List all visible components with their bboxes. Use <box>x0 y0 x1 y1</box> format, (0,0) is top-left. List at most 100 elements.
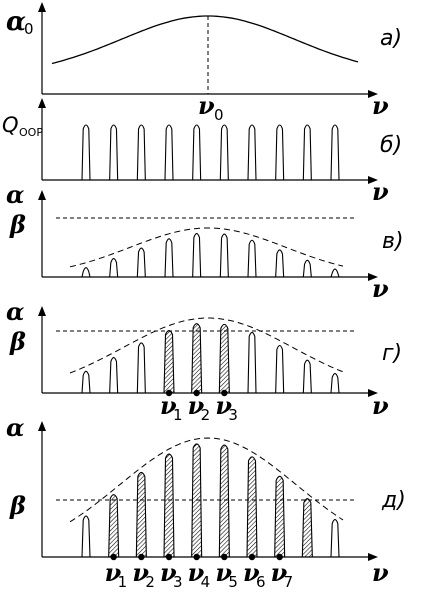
lasing-mode-peak <box>108 494 120 558</box>
lasing-mode-peak <box>191 443 203 558</box>
panel-a-y-sub: 0 <box>24 20 34 38</box>
panel-b-peaks <box>81 124 340 181</box>
panel-a-label: а) <box>380 26 402 51</box>
panel-a-gain-curve <box>51 15 359 65</box>
mode-dot <box>221 553 228 561</box>
lasing-mode-peak <box>246 456 258 558</box>
mode-label-sub: 5 <box>228 573 238 591</box>
mode-label-sub: 6 <box>256 573 266 591</box>
mode-peak <box>192 124 202 181</box>
panel-a-x-symbol: ν <box>372 91 389 120</box>
mode-label-sub: 2 <box>145 573 155 591</box>
mode-peak <box>247 239 257 278</box>
lasing-mode-peak <box>163 453 175 558</box>
mode-peak <box>81 124 91 181</box>
mode-dot <box>138 553 145 561</box>
panel-e-peaks <box>81 443 340 558</box>
mode-peak <box>136 124 146 181</box>
lasing-mode-peak <box>218 323 230 394</box>
panel-c-peaks <box>81 232 340 278</box>
panel-c-y-arrow <box>38 190 46 200</box>
mode-peak <box>164 238 174 278</box>
mode-dot <box>165 553 173 561</box>
mode-peak <box>247 124 257 181</box>
panel-e-gain-envelope <box>69 437 344 523</box>
lasing-mode-peak <box>163 329 175 394</box>
mode-dot <box>193 389 200 397</box>
mode-peak <box>136 342 146 394</box>
panel-e-label: д) <box>381 488 406 513</box>
mode-label-symbol: ν <box>132 558 149 587</box>
mode-label-sub: 3 <box>173 573 183 591</box>
mode-peak <box>109 124 119 181</box>
panel-c-x-arrow <box>368 273 378 281</box>
mode-peak <box>275 344 285 394</box>
panel-c-x-symbol: ν <box>372 274 389 303</box>
mode-peak <box>192 232 202 278</box>
panel-e-y-arrow <box>38 421 46 431</box>
panel-d-peaks <box>81 323 340 394</box>
mode-label-symbol: ν <box>188 558 205 587</box>
mode-dot <box>193 553 200 561</box>
mode-dot <box>221 389 228 397</box>
panel-c: α β в) ν <box>6 180 404 303</box>
mode-peak <box>136 247 146 278</box>
mode-label-sub: 1 <box>118 573 128 591</box>
lasing-mode-peak <box>274 475 286 558</box>
panel-a-x-arrow <box>368 90 378 98</box>
panel-a: α 0 а) ν ν 0 <box>6 2 402 124</box>
lasing-mode-peak <box>191 323 203 394</box>
panel-b: Q OOP б) ν <box>2 98 402 206</box>
mode-label-sub: 1 <box>173 406 183 424</box>
lasing-mode-peak <box>135 471 147 558</box>
mode-label-symbol: ν <box>105 558 122 587</box>
mode-peak <box>275 249 285 278</box>
panel-a-center-sub: 0 <box>214 106 224 124</box>
mode-peak <box>302 259 312 278</box>
panel-a-center-symbol: ν <box>198 91 215 120</box>
panel-d-x-arrow <box>368 389 378 397</box>
mode-peak <box>81 267 91 278</box>
panel-d-beta: β <box>9 327 26 356</box>
mode-peak <box>81 370 91 394</box>
panel-e-x-symbol: ν <box>372 558 389 587</box>
mode-peak <box>302 124 312 181</box>
mode-dot <box>110 553 117 561</box>
mode-label-symbol: ν <box>243 558 260 587</box>
panel-d-label: г) <box>382 341 402 366</box>
panel-a-y-arrow <box>38 2 46 12</box>
mode-peak <box>109 357 119 394</box>
mode-label-symbol: ν <box>215 391 232 420</box>
mode-peak <box>330 268 340 278</box>
panel-d-x-symbol: ν <box>372 391 389 420</box>
mode-peak <box>109 257 119 278</box>
panel-d-gain-envelope <box>69 317 344 374</box>
panel-b-y-sub: OOP <box>19 126 43 139</box>
panel-e-alpha: α <box>6 413 24 442</box>
panel-c-alpha: α <box>6 180 24 209</box>
mode-label-symbol: ν <box>215 558 232 587</box>
mode-dot <box>165 389 173 397</box>
lasing-mode-peak <box>301 498 313 558</box>
mode-label-symbol: ν <box>188 391 205 420</box>
mode-peak <box>164 124 174 181</box>
mode-label-symbol: ν <box>271 558 288 587</box>
panel-e-x-arrow <box>368 553 378 561</box>
mode-label-sub: 3 <box>228 406 238 424</box>
panel-b-y-symbol: Q <box>2 113 19 137</box>
panel-c-gain-envelope <box>69 227 344 268</box>
panel-b-y-arrow <box>38 98 46 108</box>
panel-b-x-arrow <box>368 176 378 184</box>
mode-peak <box>330 519 340 558</box>
panel-b-label: б) <box>380 133 402 158</box>
mode-dot <box>276 553 283 561</box>
panel-a-y-symbol: α <box>6 7 26 37</box>
panel-e-beta: β <box>9 491 26 520</box>
panel-c-beta: β <box>9 210 26 239</box>
panel-c-label: в) <box>382 229 404 254</box>
